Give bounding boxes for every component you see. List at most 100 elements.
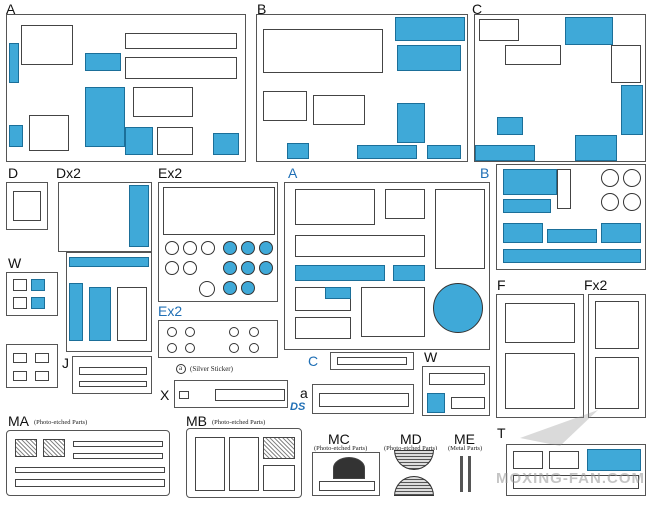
part xyxy=(611,45,641,83)
metal-rod xyxy=(468,456,471,492)
wheel-part xyxy=(241,281,255,295)
sprue-label-a-mid: A xyxy=(288,165,298,181)
sprue-c-mid xyxy=(330,352,414,370)
part xyxy=(85,87,125,147)
wheel-part xyxy=(623,193,641,211)
sprue-label-md: MD xyxy=(400,431,422,447)
part xyxy=(295,265,385,281)
sprue-f xyxy=(496,294,584,418)
part xyxy=(557,169,571,209)
part xyxy=(31,297,45,309)
md-subtitle: (Photo-etched Parts) xyxy=(384,445,438,452)
sprue-w-left xyxy=(6,272,58,316)
part xyxy=(333,457,365,479)
sticker-mark xyxy=(176,364,186,374)
part xyxy=(505,45,561,65)
me-subtitle: (Metal Parts) xyxy=(448,445,483,452)
part xyxy=(79,381,147,387)
wheel-part xyxy=(165,261,179,275)
part xyxy=(295,235,425,257)
part xyxy=(505,353,575,409)
wheel-part xyxy=(259,241,273,255)
part xyxy=(325,287,351,299)
sprue-label-w-mid: W xyxy=(424,349,438,365)
part xyxy=(15,467,165,473)
part xyxy=(451,397,485,409)
part xyxy=(179,391,189,399)
grille-part xyxy=(394,450,434,470)
part xyxy=(163,187,275,235)
part xyxy=(513,451,543,469)
silver-sticker-label: (Silver Sticker) xyxy=(190,365,233,373)
part xyxy=(479,19,519,41)
sprue-d xyxy=(6,182,48,230)
part xyxy=(125,127,153,155)
sprue-label-t: T xyxy=(497,425,506,441)
sprue-label-w-left: W xyxy=(8,255,22,271)
part xyxy=(475,145,535,161)
part xyxy=(295,189,375,225)
sprue-a-mid xyxy=(284,182,490,350)
sprue-b-mid xyxy=(496,164,646,270)
part xyxy=(13,371,27,381)
turret-part xyxy=(433,283,483,333)
mb-subtitle: (Photo-etched Parts) xyxy=(212,419,266,426)
wheel-part xyxy=(601,193,619,211)
part xyxy=(13,353,27,363)
sprue-label-dx2: Dx2 xyxy=(56,165,81,181)
wheel-part xyxy=(165,241,179,255)
part xyxy=(9,43,19,83)
part xyxy=(13,297,27,309)
sprue-w-mid xyxy=(422,366,490,416)
wheel-part xyxy=(183,241,197,255)
sticker-mark-label: a xyxy=(179,364,183,372)
mesh-part xyxy=(263,437,295,459)
part xyxy=(565,17,613,45)
sprue-label-mb: MB xyxy=(186,413,207,429)
wheel-part xyxy=(223,261,237,275)
part xyxy=(31,279,45,291)
part xyxy=(313,95,365,125)
sprue-dx2 xyxy=(58,182,152,252)
ds-logo: DS xyxy=(290,401,306,413)
part xyxy=(513,475,639,489)
sprue-label-ma: MA xyxy=(8,413,29,429)
sprue-x xyxy=(174,380,288,408)
part xyxy=(229,437,259,491)
part xyxy=(125,57,237,79)
part xyxy=(337,357,407,365)
part xyxy=(69,257,149,267)
sprue-label-x: X xyxy=(160,387,170,403)
mesh-part xyxy=(43,439,65,457)
lens-part xyxy=(185,327,195,337)
part xyxy=(549,451,579,469)
metal-rod xyxy=(460,456,463,492)
wheel-part xyxy=(223,281,237,295)
part xyxy=(361,287,425,337)
sprue-label-j: J xyxy=(62,355,69,371)
part xyxy=(35,371,49,381)
part xyxy=(35,353,49,363)
part xyxy=(503,249,641,263)
part xyxy=(319,481,375,491)
wheel-part xyxy=(201,241,215,255)
part xyxy=(89,287,111,341)
sprue-j xyxy=(72,356,152,394)
wheel-part xyxy=(259,261,273,275)
part xyxy=(125,33,237,49)
sprue-c-top xyxy=(474,14,646,162)
part xyxy=(13,279,27,291)
sprue-label-f: F xyxy=(497,277,506,293)
sprue-b-top xyxy=(256,14,468,162)
sprue-label-b-top: B xyxy=(257,1,267,17)
part xyxy=(319,393,409,407)
sprue-md xyxy=(388,450,442,498)
part xyxy=(295,317,351,339)
part xyxy=(547,229,597,243)
mc-subtitle: (Photo-etched Parts) xyxy=(314,445,368,452)
ma-subtitle: (Photo-etched Parts) xyxy=(34,419,88,426)
sprue-ex2-clear xyxy=(158,320,278,358)
part xyxy=(497,117,523,135)
sprue-mb xyxy=(186,428,302,498)
sprue-label-a-small: a xyxy=(300,385,308,401)
